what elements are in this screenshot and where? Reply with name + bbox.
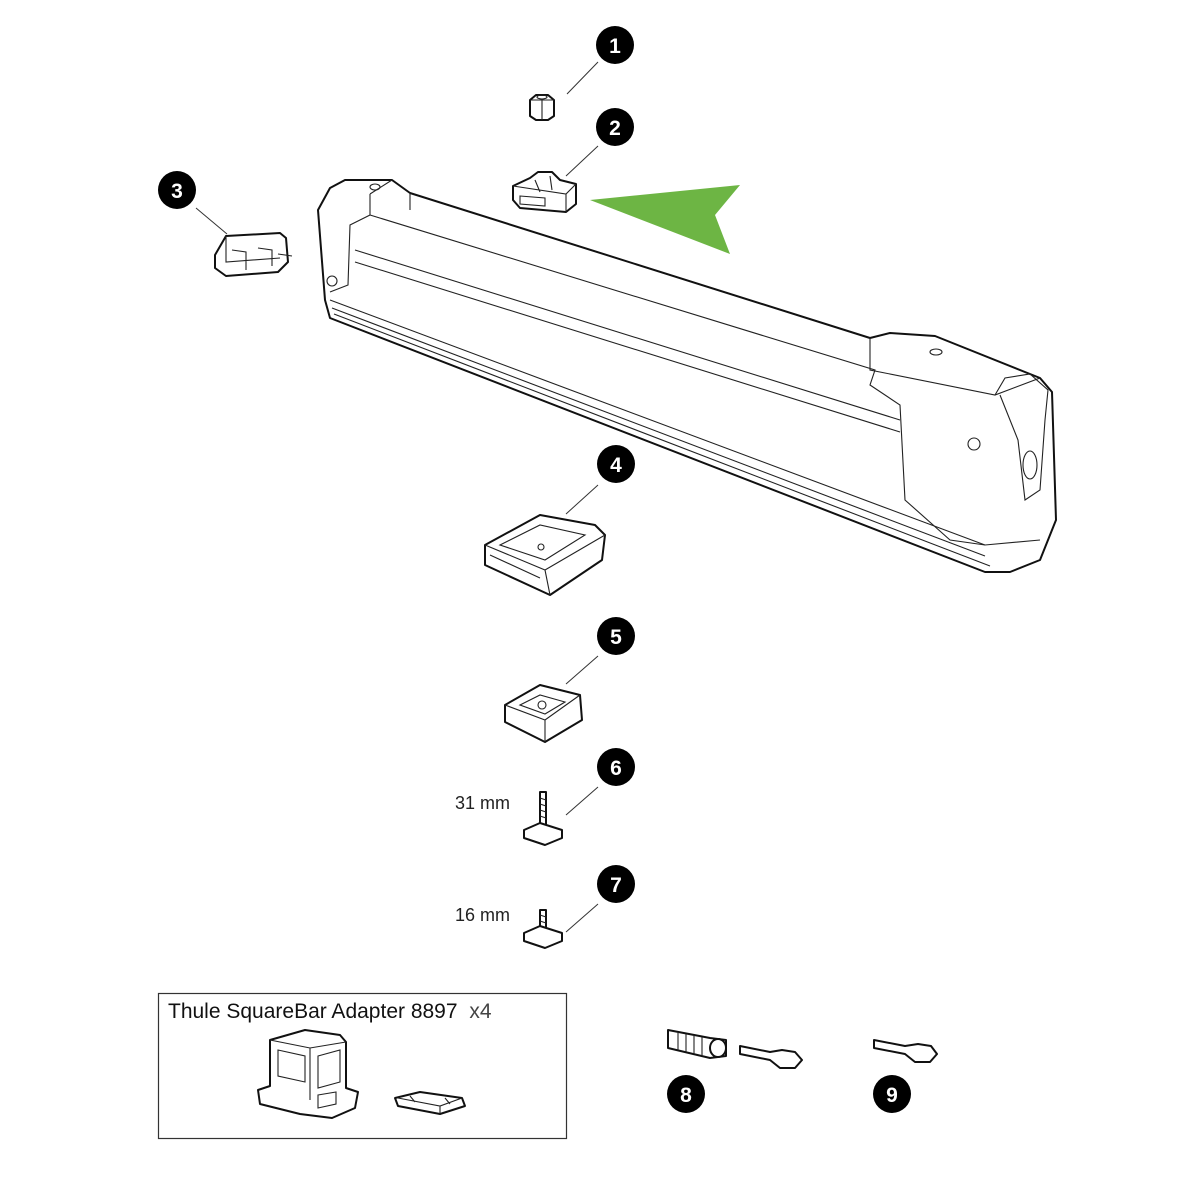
part-9-key [873, 1039, 938, 1063]
callout-3: 3 [158, 171, 196, 209]
svg-text:8: 8 [680, 1084, 692, 1107]
direction-arrow-icon [590, 185, 740, 254]
callout-8: 8 [667, 1075, 705, 1113]
adapter-box: Thule SquareBar Adapter 8897 x4 [157, 992, 568, 1140]
dimension-label-31mm: 31 mm [455, 793, 510, 813]
part-3-end-cap [214, 232, 293, 277]
ski-carrier-bar [317, 179, 1057, 573]
part-2-clip [512, 171, 577, 213]
callout-9: 9 [873, 1075, 911, 1113]
callout-1: 1 [596, 26, 634, 64]
svg-text:4: 4 [610, 454, 622, 477]
svg-text:6: 6 [610, 757, 622, 780]
adapter-title: Thule SquareBar Adapter 8897 [168, 1000, 458, 1023]
callout-6: 6 [597, 748, 635, 786]
callout-7: 7 [597, 865, 635, 903]
callout-5: 5 [597, 617, 635, 655]
part-7-bolt [523, 909, 563, 949]
svg-text:5: 5 [610, 626, 622, 649]
svg-text:Thule SquareBar Adapter 8897: Thule SquareBar Adapter 8897 x4 [168, 1000, 492, 1023]
part-8-lock-and-key [667, 1029, 803, 1069]
part-6-bolt [523, 791, 563, 846]
adapter-plate [394, 1091, 466, 1115]
part-1-nut [529, 94, 555, 121]
squarebar-adapter [257, 1029, 359, 1119]
dimension-label-16mm: 16 mm [455, 905, 510, 925]
callout-2: 2 [596, 108, 634, 146]
svg-text:3: 3 [171, 180, 183, 203]
adapter-quantity: x4 [469, 1000, 492, 1023]
svg-text:9: 9 [886, 1084, 898, 1107]
svg-text:7: 7 [610, 874, 622, 897]
callout-4: 4 [597, 445, 635, 483]
svg-text:1: 1 [609, 35, 621, 58]
svg-text:2: 2 [609, 117, 621, 140]
part-4-bracket [484, 514, 606, 596]
part-5-base [504, 684, 583, 743]
